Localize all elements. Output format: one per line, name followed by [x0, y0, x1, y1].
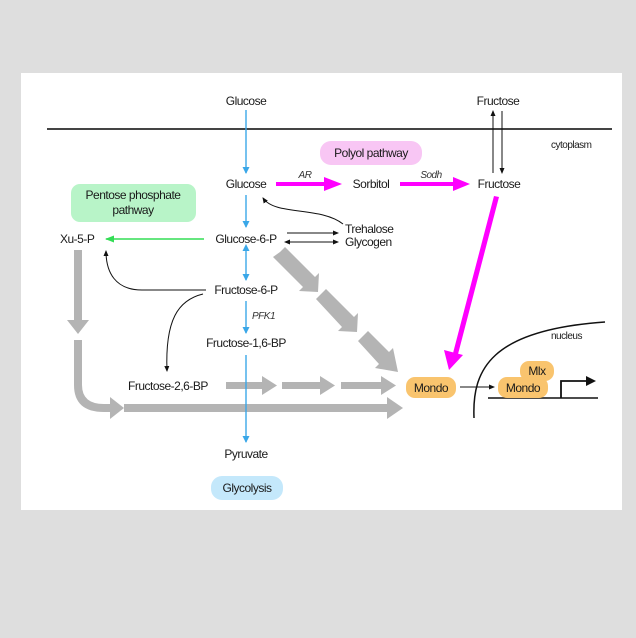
gray-arrowhead	[320, 376, 335, 395]
svg-text:Polyol pathway: Polyol pathway	[334, 146, 408, 160]
nuclear-envelope	[473, 321, 606, 419]
pentose-pathway-label: Pentose phosphate pathway	[71, 184, 196, 222]
magenta-arrowhead	[453, 177, 470, 191]
node-trehalose: Trehalose	[345, 222, 394, 236]
node-glucose: Glucose	[226, 177, 267, 191]
svg-text:Pentose phosphate: Pentose phosphate	[86, 188, 182, 202]
gray-arrowhead	[110, 397, 124, 419]
gray-arrow-diag3	[358, 331, 398, 372]
magenta-arrow-sodh	[400, 182, 455, 186]
enzyme-sodh: Sodh	[420, 170, 442, 181]
cytoplasm-label: cytoplasm	[551, 140, 592, 151]
mondo-nuclear: Mondo	[498, 377, 548, 398]
svg-text:Mlx: Mlx	[528, 364, 546, 378]
node-sorbitol: Sorbitol	[353, 177, 390, 191]
nucleus-label: nucleus	[551, 331, 582, 342]
magenta-arrowhead	[324, 177, 342, 191]
magenta-arrow-ar	[276, 182, 326, 186]
node-fructose-1-6-bp: Fructose-1,6-BP	[206, 336, 286, 350]
gray-arrowhead	[262, 376, 277, 395]
promoter-arrow	[560, 380, 588, 398]
glycolysis-label: Glycolysis	[211, 476, 283, 500]
svg-text:Mondo: Mondo	[506, 381, 541, 395]
node-glucose-extracellular: Glucose	[226, 94, 267, 108]
mondo-cytoplasmic: Mondo	[406, 377, 456, 398]
gray-arrow-seg2	[282, 382, 322, 389]
node-fructose-2-6-bp: Fructose-2,6-BP	[128, 379, 208, 393]
signal-arrows	[67, 247, 403, 419]
gray-arrowhead	[387, 397, 403, 419]
polyol-arrows	[276, 177, 499, 370]
magenta-arrow-fructose-mondo	[452, 196, 499, 358]
node-glucose-6-p: Glucose-6-P	[215, 232, 277, 246]
svg-text:Glycolysis: Glycolysis	[222, 481, 272, 495]
trehalose-to-glucose-arrow	[262, 197, 344, 225]
gray-arrow-long	[124, 404, 389, 412]
promoter-arrowhead	[586, 376, 596, 386]
magenta-arrowhead	[444, 350, 463, 370]
svg-text:pathway: pathway	[112, 203, 154, 217]
node-fructose: Fructose	[478, 177, 522, 191]
figure-panel	[21, 73, 622, 510]
polyol-pathway-label: Polyol pathway	[320, 141, 422, 165]
f6p-to-xu5p-arrow	[103, 250, 206, 291]
gray-arrowhead	[67, 320, 89, 334]
f6p-to-f26bp-arrow	[164, 293, 204, 372]
enzyme-pfk1: PFK1	[252, 311, 275, 322]
node-pyruvate: Pyruvate	[224, 447, 268, 461]
gray-arrowhead	[381, 376, 396, 395]
svg-text:Mondo: Mondo	[414, 381, 449, 395]
black-arrows	[103, 110, 505, 390]
gray-arrow-seg1	[226, 382, 264, 389]
gray-arrow-seg3	[341, 382, 383, 389]
gray-arrow-diag2	[316, 289, 358, 332]
gray-arrow-diag1	[273, 247, 319, 292]
node-fructose-6-p: Fructose-6-P	[214, 283, 278, 297]
node-fructose-extracellular: Fructose	[477, 94, 521, 108]
node-glycogen: Glycogen	[345, 235, 392, 249]
enzyme-ar: AR	[298, 170, 312, 181]
mlx-complex: Mlx	[520, 361, 554, 381]
gray-arrow-curve	[74, 340, 112, 412]
node-xu5p: Xu-5-P	[60, 232, 95, 246]
gray-arrow-xu5p-down	[74, 250, 82, 322]
